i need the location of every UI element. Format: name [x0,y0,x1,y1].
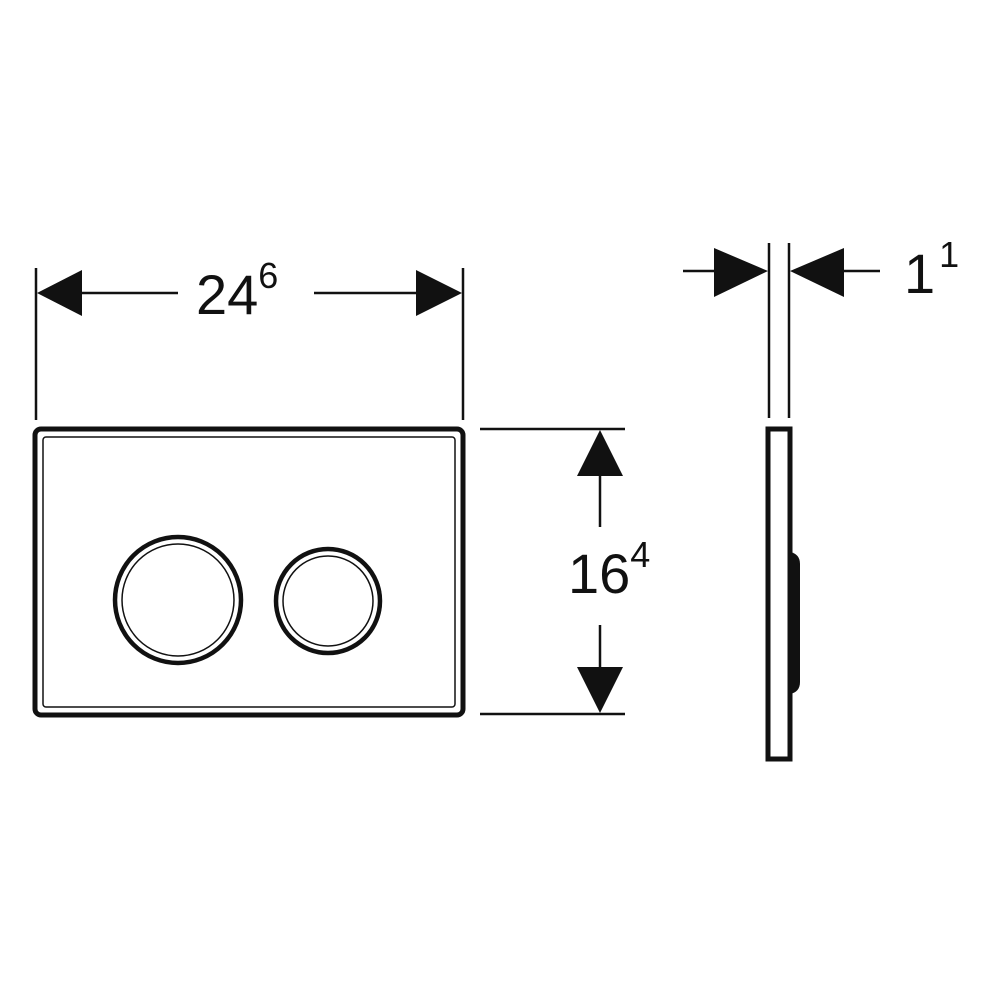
arrow-right-icon [416,270,462,316]
plate-outline [32,426,466,718]
small-button [273,546,383,656]
arrow-down-icon [577,667,623,713]
button-side-profile [790,552,800,694]
plate-side-profile [765,426,793,762]
width-dimension: 246 [37,255,462,326]
height-value: 164 [568,534,650,605]
width-value: 246 [196,255,278,326]
large-button [112,534,244,666]
front-view: 246 164 [32,255,650,718]
arrow-up-icon [577,430,623,476]
plate-inner-outline [42,436,456,708]
arrow-left-icon [790,248,844,297]
height-dimension: 164 [568,430,650,713]
arrow-left-icon [37,270,82,316]
arrow-right-icon [714,248,768,297]
